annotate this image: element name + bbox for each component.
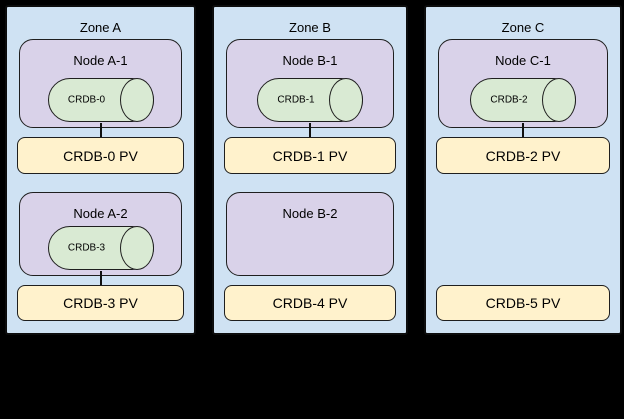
node-b-1-label: Node B-1 xyxy=(282,53,338,68)
crdb-5-pv: CRDB-5 PV xyxy=(436,285,610,321)
crdb-3-label: CRDB-3 xyxy=(67,242,106,254)
crdb-2-pv: CRDB-2 PV xyxy=(436,137,610,174)
crdb-2-label: CRDB-2 xyxy=(490,94,528,106)
cylinder-cap xyxy=(119,226,154,270)
node-a-1-label: Node A-1 xyxy=(73,53,128,68)
node-a-2-label: Node A-2 xyxy=(73,206,128,221)
crdb-0-pv: CRDB-0 PV xyxy=(17,137,184,174)
connector-line xyxy=(99,271,102,286)
crdb-1-pv: CRDB-1 PV xyxy=(224,137,396,174)
crdb-1-database-cylinder: CRDB-1 xyxy=(257,78,363,122)
crdb-0-database-cylinder: CRDB-0 xyxy=(47,78,154,122)
crdb-0-label: CRDB-0 xyxy=(67,94,106,106)
crdb-3-database-cylinder: CRDB-3 xyxy=(47,226,154,270)
zone-a: Zone A Node A-1 CRDB-0 CRDB-0 PV Node A-… xyxy=(5,5,196,335)
zone-b-title: Zone B xyxy=(289,20,331,35)
crdb-3-pv: CRDB-3 PV xyxy=(17,285,184,321)
node-c-1-label: Node C-1 xyxy=(495,53,551,68)
cylinder-cap xyxy=(119,78,154,122)
connector-line xyxy=(309,123,311,138)
node-b-1: Node B-1 CRDB-1 xyxy=(226,39,394,128)
connector-line xyxy=(99,123,102,138)
zone-c: Zone C Node C-1 CRDB-2 CRDB-2 PV CRDB-5 … xyxy=(424,5,622,335)
node-a-2: Node A-2 CRDB-3 xyxy=(19,192,182,276)
node-b-2-label: Node B-2 xyxy=(282,206,338,221)
node-c-1: Node C-1 CRDB-2 xyxy=(438,39,608,128)
crdb-1-label: CRDB-1 xyxy=(277,94,315,106)
crdb-2-database-cylinder: CRDB-2 xyxy=(470,78,576,122)
zone-a-title: Zone A xyxy=(79,20,122,35)
node-b-2: Node B-2 xyxy=(226,192,394,276)
crdb-4-pv: CRDB-4 PV xyxy=(224,285,396,321)
node-a-1: Node A-1 CRDB-0 xyxy=(19,39,182,128)
zone-b: Zone B Node B-1 CRDB-1 CRDB-1 PV Node B-… xyxy=(212,5,408,335)
cylinder-cap xyxy=(542,78,576,122)
cylinder-cap xyxy=(329,78,363,122)
zone-c-title: Zone C xyxy=(501,20,545,35)
connector-line xyxy=(522,123,524,138)
